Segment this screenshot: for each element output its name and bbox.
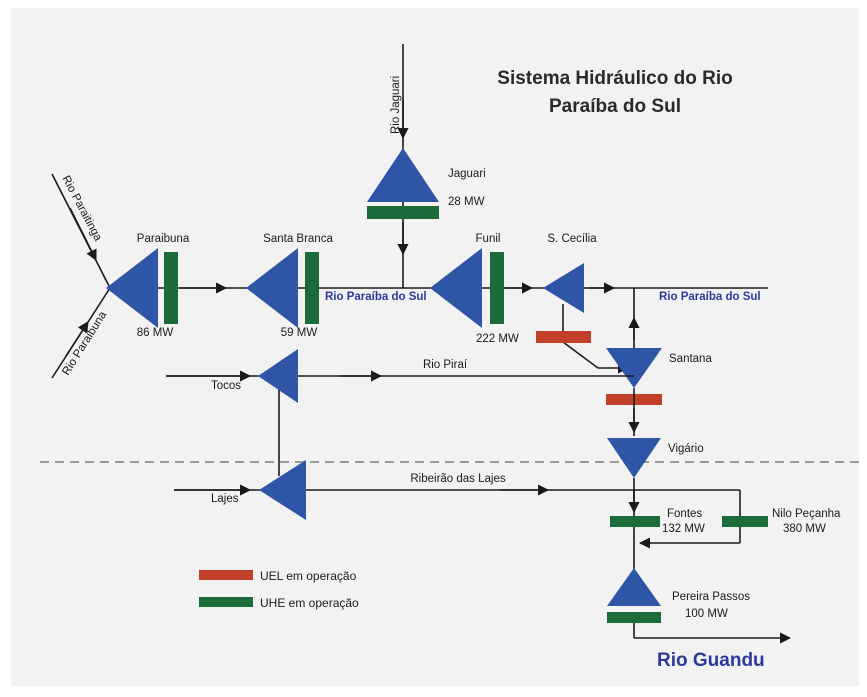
diagram-panel: [11, 8, 859, 686]
label-santa-branca-power: 59 MW: [281, 327, 318, 339]
legend-uhe-label: UHE em operação: [260, 596, 359, 610]
label-rio-guandu: Rio Guandu: [657, 650, 765, 671]
santa-cecilia-uel-bar: [536, 331, 591, 343]
label-funil-power: 222 MW: [476, 333, 519, 345]
label-pereira-passos-power: 100 MW: [685, 608, 728, 620]
label-santa-branca: Santa Branca: [263, 233, 333, 245]
legend-uhe-swatch: [199, 597, 253, 607]
paraibuna-plant-triangle: [106, 248, 158, 328]
funil-uhe-bar: [490, 252, 504, 324]
vigario-plant-triangle: [607, 438, 661, 478]
title-line-2: Paraíba do Sul: [549, 96, 681, 117]
label-santana: Santana: [669, 353, 712, 365]
flow-arrow: [69, 207, 97, 262]
label-ribeirao-das-lajes: Ribeirão das Lajes: [410, 473, 506, 485]
label-lajes: Lajes: [211, 493, 239, 505]
label-santa-cecilia: S. Cecília: [547, 233, 597, 245]
label-paraibuna-power: 86 MW: [137, 327, 174, 339]
label-nilo-pecanha: Nilo Peçanha: [772, 508, 841, 520]
jaguari-plant-triangle: [367, 148, 439, 202]
label-paraibuna: Paraibuna: [137, 233, 190, 245]
label-fontes-power: 132 MW: [662, 523, 705, 535]
fontes-uhe-bar: [610, 516, 660, 527]
funil-plant-triangle: [430, 248, 482, 328]
legend-uel-swatch: [199, 570, 253, 580]
santa-cecilia-pump-triangle: [543, 263, 584, 313]
label-pereira-passos: Pereira Passos: [672, 591, 750, 603]
santana-plant-triangle: [606, 348, 662, 388]
label-rio-paraiba-1: Rio Paraíba do Sul: [325, 291, 427, 303]
santa-branca-plant-triangle: [246, 248, 298, 328]
nilo-pecanha-uhe-bar: [722, 516, 768, 527]
label-rio-pirai: Rio Piraí: [423, 359, 468, 371]
label-fontes: Fontes: [667, 508, 702, 520]
label-jaguari: Jaguari: [448, 168, 486, 180]
label-rio-paraiba-2: Rio Paraíba do Sul: [659, 291, 761, 303]
diversion-line: [562, 341, 599, 369]
label-rio-paraibuna: Rio Paraibuna: [60, 309, 109, 378]
label-jaguari-power: 28 MW: [448, 196, 485, 208]
label-nilo-pecanha-power: 380 MW: [783, 523, 826, 535]
flow-arrow: [65, 321, 89, 357]
label-vigario: Vigário: [668, 443, 704, 455]
lajes-plant-triangle: [259, 460, 306, 520]
paraibuna-uhe-bar: [164, 252, 178, 324]
pereira-passos-plant-triangle: [607, 568, 661, 606]
legend-uel-label: UEL em operação: [260, 569, 357, 583]
tocos-plant-triangle: [258, 349, 298, 403]
pereira-passos-uhe-bar: [607, 612, 661, 623]
label-rio-jaguari: Rio Jaguari: [390, 76, 402, 134]
title-line-1: Sistema Hidráulico do Rio: [497, 68, 732, 89]
label-funil: Funil: [476, 233, 501, 245]
label-tocos: Tocos: [211, 380, 241, 392]
jaguari-uhe-bar: [367, 206, 439, 219]
santa-branca-uhe-bar: [305, 252, 319, 324]
